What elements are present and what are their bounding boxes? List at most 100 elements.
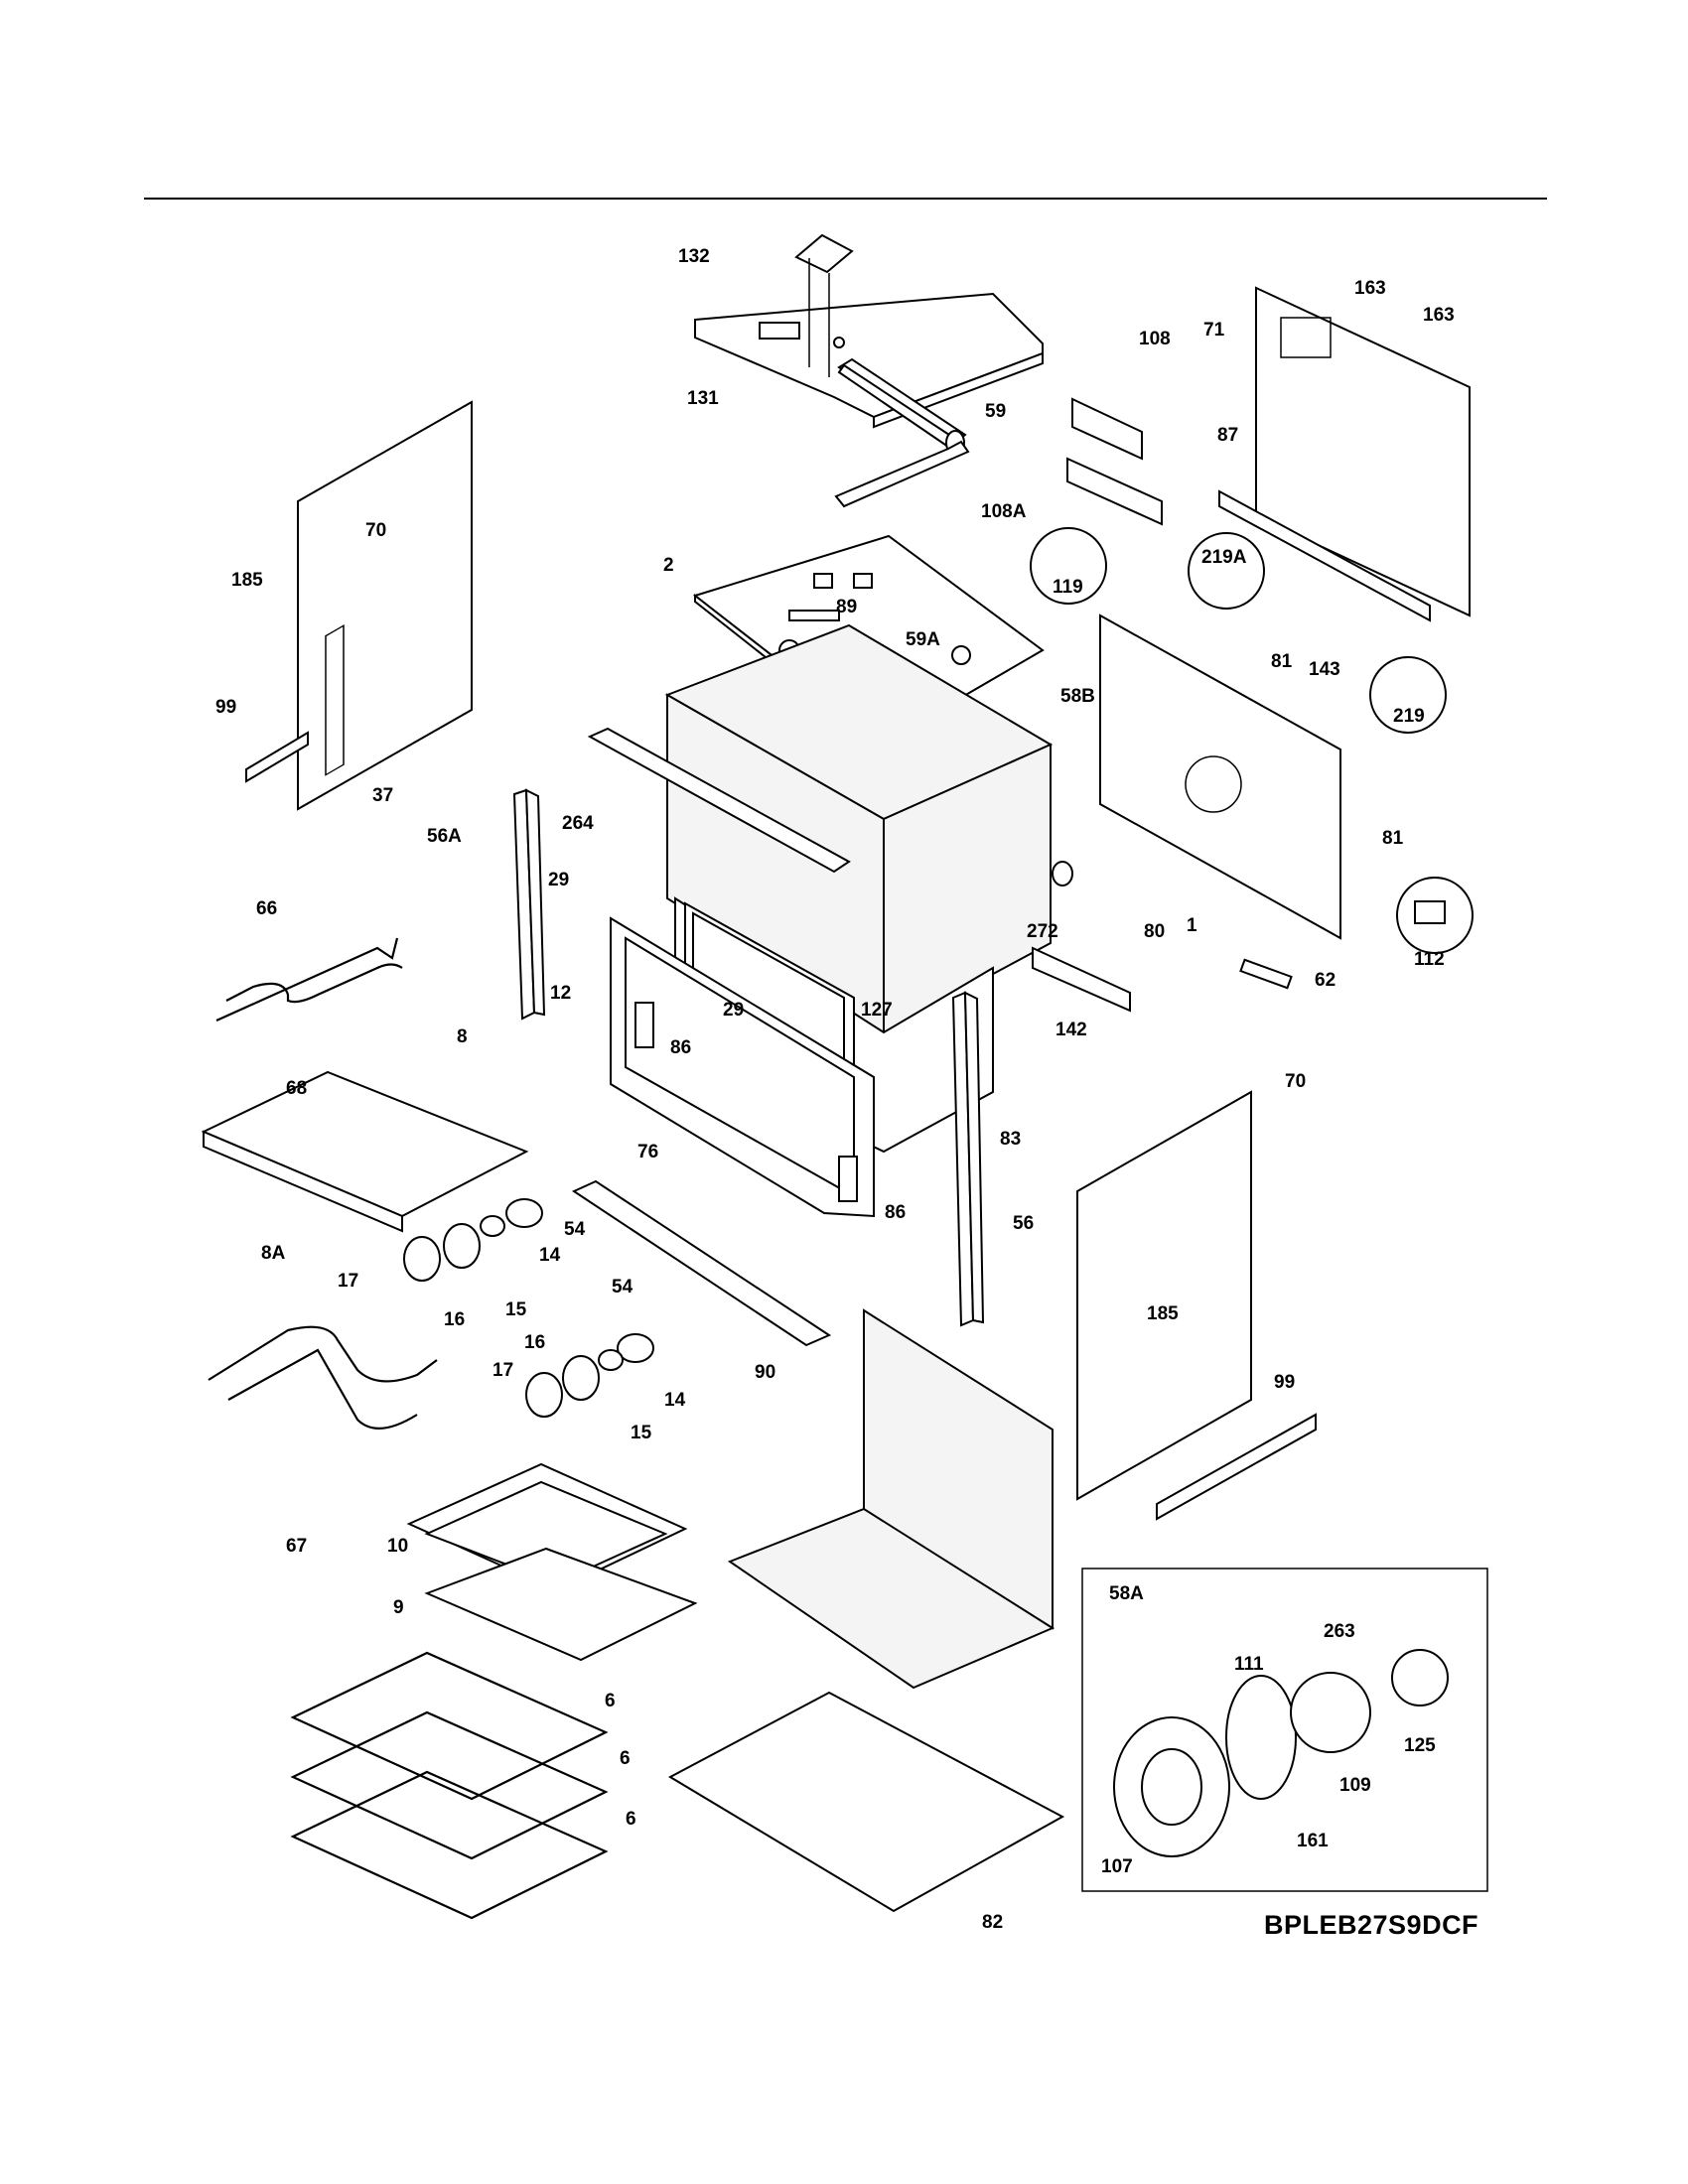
part-label-219: 219: [1393, 706, 1425, 727]
bottom-tray: [667, 1691, 1065, 1913]
broil-pan-cover: [201, 1070, 529, 1233]
part-label-17-lower: 17: [492, 1360, 513, 1381]
door-hinge-right: [838, 1156, 858, 1202]
part-label-82: 82: [982, 1912, 1003, 1933]
part-label-127: 127: [861, 1000, 893, 1021]
thermostat-119-callout: [1030, 527, 1107, 605]
part-label-161: 161: [1297, 1831, 1329, 1851]
part-label-29-lower: 29: [723, 1000, 744, 1021]
part-label-54-lower: 54: [612, 1277, 633, 1297]
part-label-81-top: 81: [1271, 651, 1293, 672]
part-label-86-lower: 86: [885, 1202, 906, 1223]
side-rail-right: [951, 991, 985, 1327]
part-label-16-lower: 16: [524, 1332, 545, 1353]
part-label-80: 80: [1144, 921, 1165, 942]
part-label-76: 76: [637, 1142, 658, 1162]
part-label-109: 109: [1339, 1775, 1371, 1796]
part-label-185-right: 185: [1147, 1303, 1179, 1324]
part-label-163a: 163: [1354, 278, 1386, 299]
bake-element: [208, 1325, 438, 1430]
part-label-131: 131: [687, 388, 719, 409]
door-gasket-frame: [610, 916, 875, 1218]
part-label-6-top: 6: [605, 1691, 616, 1711]
motor-bracket-87: [1218, 489, 1431, 622]
part-label-119: 119: [1053, 577, 1083, 598]
lamp-assembly-lower: [525, 1333, 654, 1418]
rear-panel-71: [1255, 286, 1471, 617]
broil-element: [215, 937, 403, 1023]
blower-108: [1071, 397, 1143, 461]
part-label-66: 66: [256, 898, 277, 919]
part-label-87: 87: [1217, 425, 1238, 446]
part-label-67: 67: [286, 1536, 307, 1557]
bottom-vent-trim: [571, 1179, 832, 1347]
vent-tube-59: [834, 440, 970, 508]
thermostat-219-callout: [1369, 656, 1447, 734]
rear-panel-1: [1099, 614, 1341, 940]
side-panel-left: [297, 400, 473, 811]
part-label-15-lower: 15: [631, 1423, 652, 1443]
part-label-56A: 56A: [427, 826, 462, 847]
part-label-14-upper: 14: [539, 1245, 561, 1266]
part-label-99-right: 99: [1274, 1372, 1295, 1393]
part-label-132: 132: [678, 246, 710, 267]
part-label-81-bottom: 81: [1382, 828, 1404, 849]
rear-bracket-142: [1032, 946, 1131, 1013]
filter-272: [1052, 861, 1073, 887]
top-heat-shield: [694, 233, 1044, 429]
broiler-pan: [424, 1547, 698, 1662]
part-label-272: 272: [1027, 921, 1058, 942]
part-label-17-upper: 17: [338, 1271, 358, 1292]
part-label-71: 71: [1203, 320, 1225, 341]
door-hinge-left: [634, 1002, 654, 1048]
part-label-68: 68: [286, 1078, 307, 1099]
part-label-108A: 108A: [981, 501, 1027, 522]
part-label-99-left: 99: [215, 697, 236, 718]
part-label-263: 263: [1324, 1621, 1355, 1642]
part-label-58B: 58B: [1060, 686, 1095, 707]
convection-fan-inset: [1081, 1568, 1488, 1892]
part-label-143: 143: [1309, 659, 1340, 680]
part-label-6-bottom: 6: [626, 1809, 636, 1830]
side-panel-right-bracket: [1156, 1413, 1317, 1521]
part-label-14-lower: 14: [664, 1390, 686, 1411]
part-label-58A: 58A: [1109, 1583, 1144, 1604]
part-label-59A: 59A: [906, 629, 940, 650]
terminal-block-62: [1239, 958, 1293, 990]
part-label-37: 37: [372, 785, 393, 806]
part-label-185-left: 185: [231, 570, 263, 591]
part-label-12: 12: [550, 983, 571, 1004]
part-label-142: 142: [1055, 1020, 1087, 1040]
part-label-70-left: 70: [365, 520, 386, 541]
part-label-10: 10: [387, 1536, 408, 1557]
part-label-15-upper: 15: [505, 1299, 527, 1320]
part-label-264: 264: [562, 813, 594, 834]
part-label-125: 125: [1404, 1735, 1436, 1756]
part-label-219A: 219A: [1201, 547, 1247, 568]
filter-112-callout: [1396, 877, 1474, 954]
model-code: BPLEB27S9DCF: [1264, 1910, 1478, 1940]
part-label-16-upper: 16: [444, 1309, 465, 1330]
part-label-83: 83: [1000, 1129, 1021, 1150]
part-label-112: 112: [1414, 949, 1445, 970]
part-label-56: 56: [1013, 1213, 1034, 1234]
part-label-8: 8: [457, 1026, 468, 1047]
part-label-2: 2: [663, 555, 674, 576]
insulation-bottom: [727, 1308, 1055, 1690]
part-label-54-upper: 54: [564, 1219, 586, 1240]
part-label-107: 107: [1101, 1856, 1133, 1877]
side-panel-right: [1076, 1090, 1252, 1501]
side-panel-left-bracket: [245, 731, 309, 783]
part-label-108: 108: [1139, 329, 1171, 349]
oven-rack-bottom: [290, 1770, 609, 1920]
part-label-62: 62: [1315, 970, 1336, 991]
oven-rack-top: [290, 1651, 609, 1801]
part-label-29-upper: 29: [548, 870, 569, 890]
part-label-59: 59: [985, 401, 1006, 422]
callout-labels: 132 131 59 163 163 71 108 87 108A 70 185…: [215, 246, 1455, 1933]
lamp-assembly-upper: [403, 1198, 543, 1282]
part-label-8A: 8A: [261, 1243, 286, 1264]
blower-bracket-108A: [1066, 457, 1163, 526]
insulation-blanket-rear: [664, 623, 1054, 1034]
